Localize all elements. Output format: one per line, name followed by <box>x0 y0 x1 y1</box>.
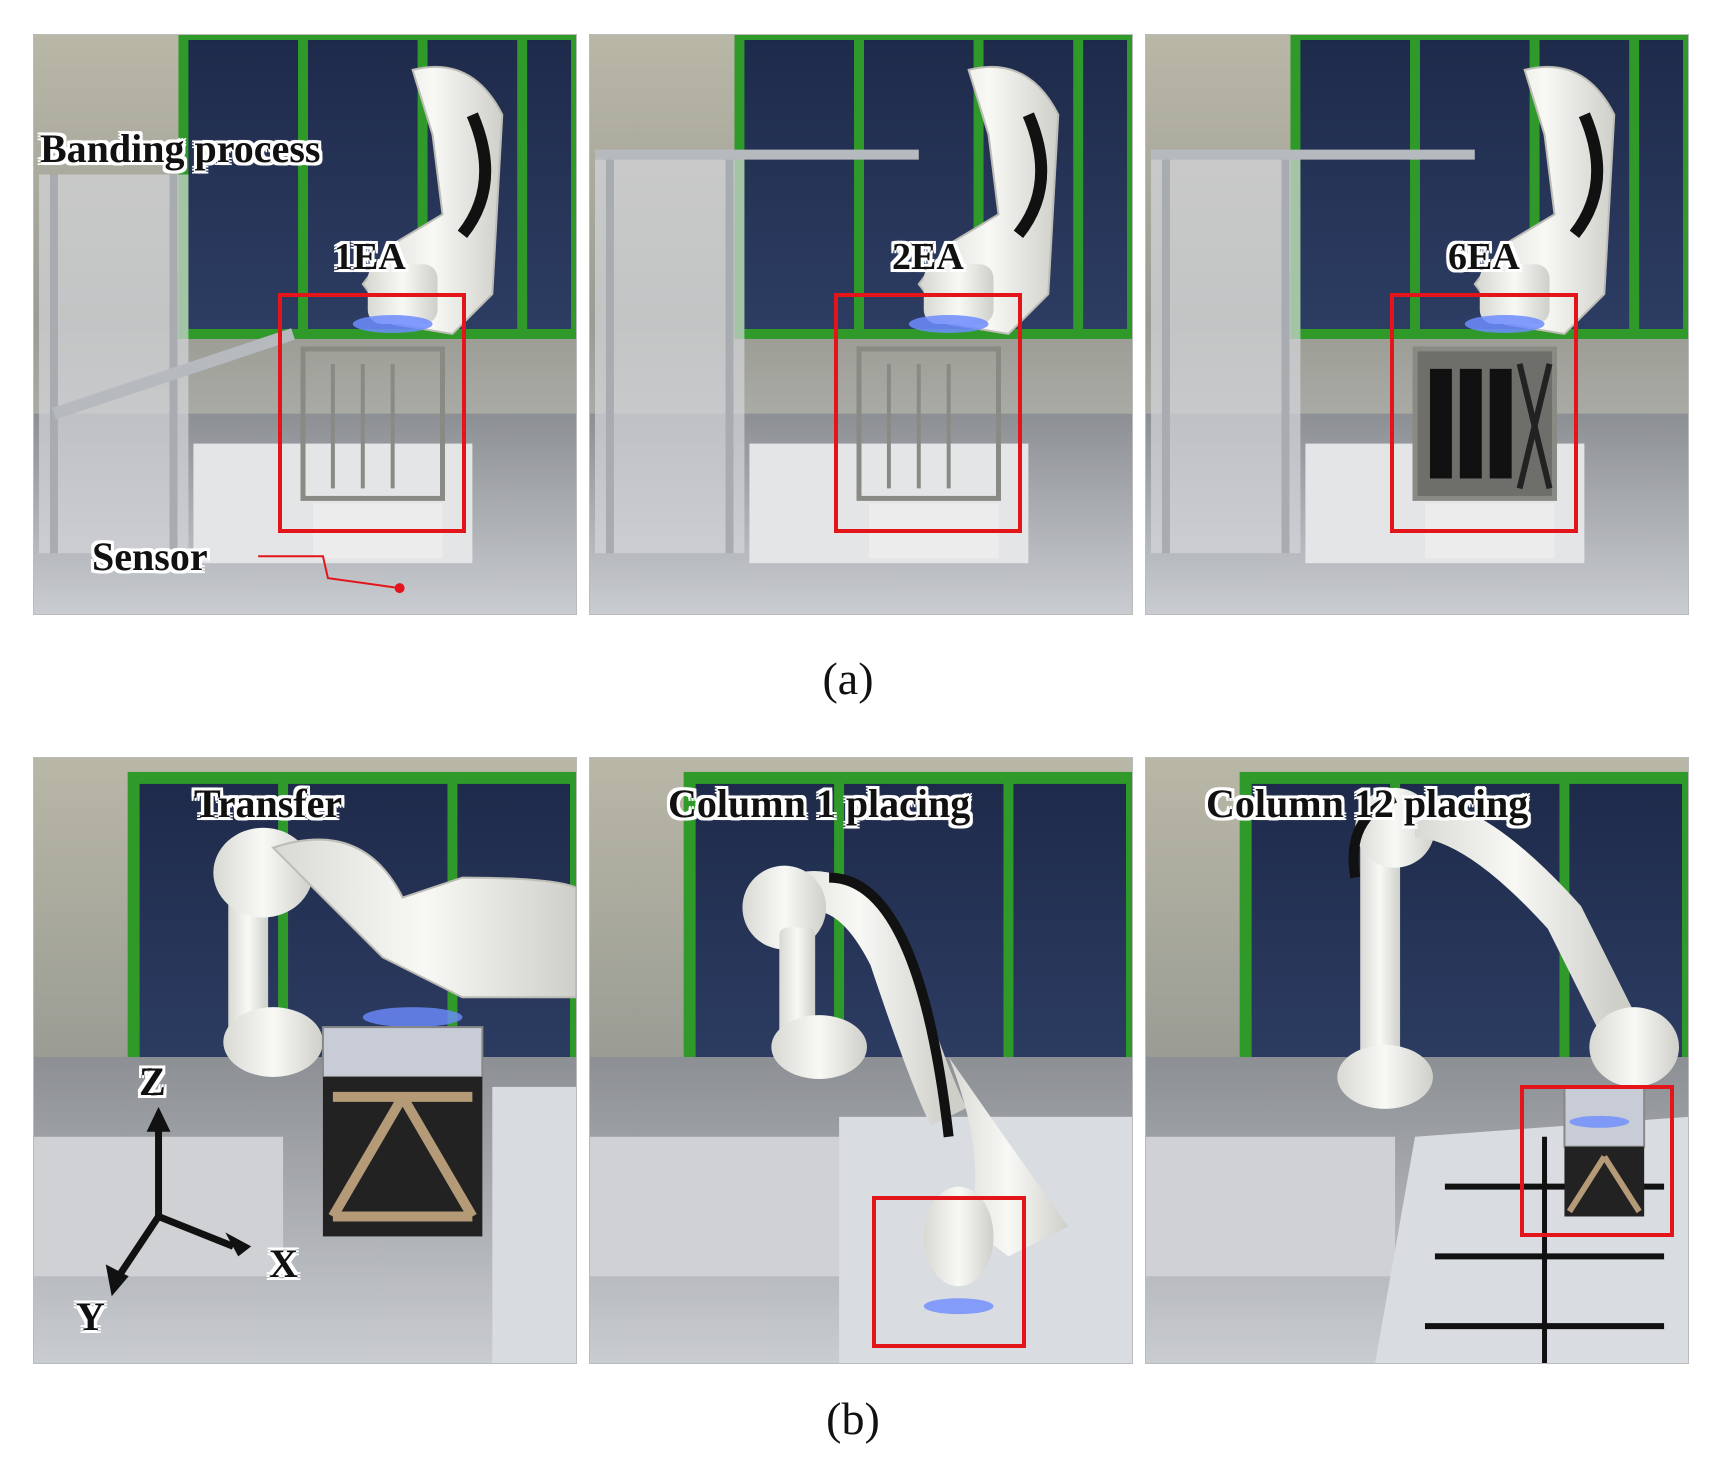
photo-banding-1ea: Banding process 1EA Sensor <box>33 34 577 615</box>
column-12-placing-label: Column 12 placing <box>1206 781 1529 826</box>
sensor-label: Sensor <box>92 534 208 579</box>
highlight-box <box>834 293 1022 533</box>
column-1-placing-label: Column 1 placing <box>668 781 971 826</box>
robot-cell-photo <box>34 758 576 1363</box>
highlight-box <box>278 293 466 533</box>
axis-y-label: Y <box>76 1294 105 1339</box>
highlight-box <box>1520 1085 1674 1237</box>
axis-x-label: X <box>269 1241 298 1286</box>
photo-banding-2ea: 2EA <box>589 34 1133 615</box>
robot-cell-photo <box>590 35 1132 614</box>
robot-cell-photo <box>34 35 576 614</box>
subfigure-caption-b: (b) <box>826 1393 880 1444</box>
count-label: 1EA <box>334 236 406 278</box>
highlight-box <box>872 1196 1026 1348</box>
robot-cell-photo <box>1146 35 1688 614</box>
photo-banding-6ea: 6EA <box>1145 34 1689 615</box>
photo-column-1-placing: Column 1 placing <box>589 757 1133 1364</box>
count-label: 6EA <box>1448 236 1520 278</box>
banding-process-label: Banding process <box>40 126 321 171</box>
robot-cell-photo <box>590 758 1132 1363</box>
photo-transfer: Transfer Z X Y <box>33 757 577 1364</box>
transfer-label: Transfer <box>194 781 343 826</box>
highlight-box <box>1390 293 1578 533</box>
subfigure-caption-a: (a) <box>822 653 874 704</box>
robot-cell-photo <box>1146 758 1688 1363</box>
axis-z-label: Z <box>139 1059 166 1104</box>
photo-column-12-placing: Column 12 placing <box>1145 757 1689 1364</box>
count-label: 2EA <box>892 236 964 278</box>
